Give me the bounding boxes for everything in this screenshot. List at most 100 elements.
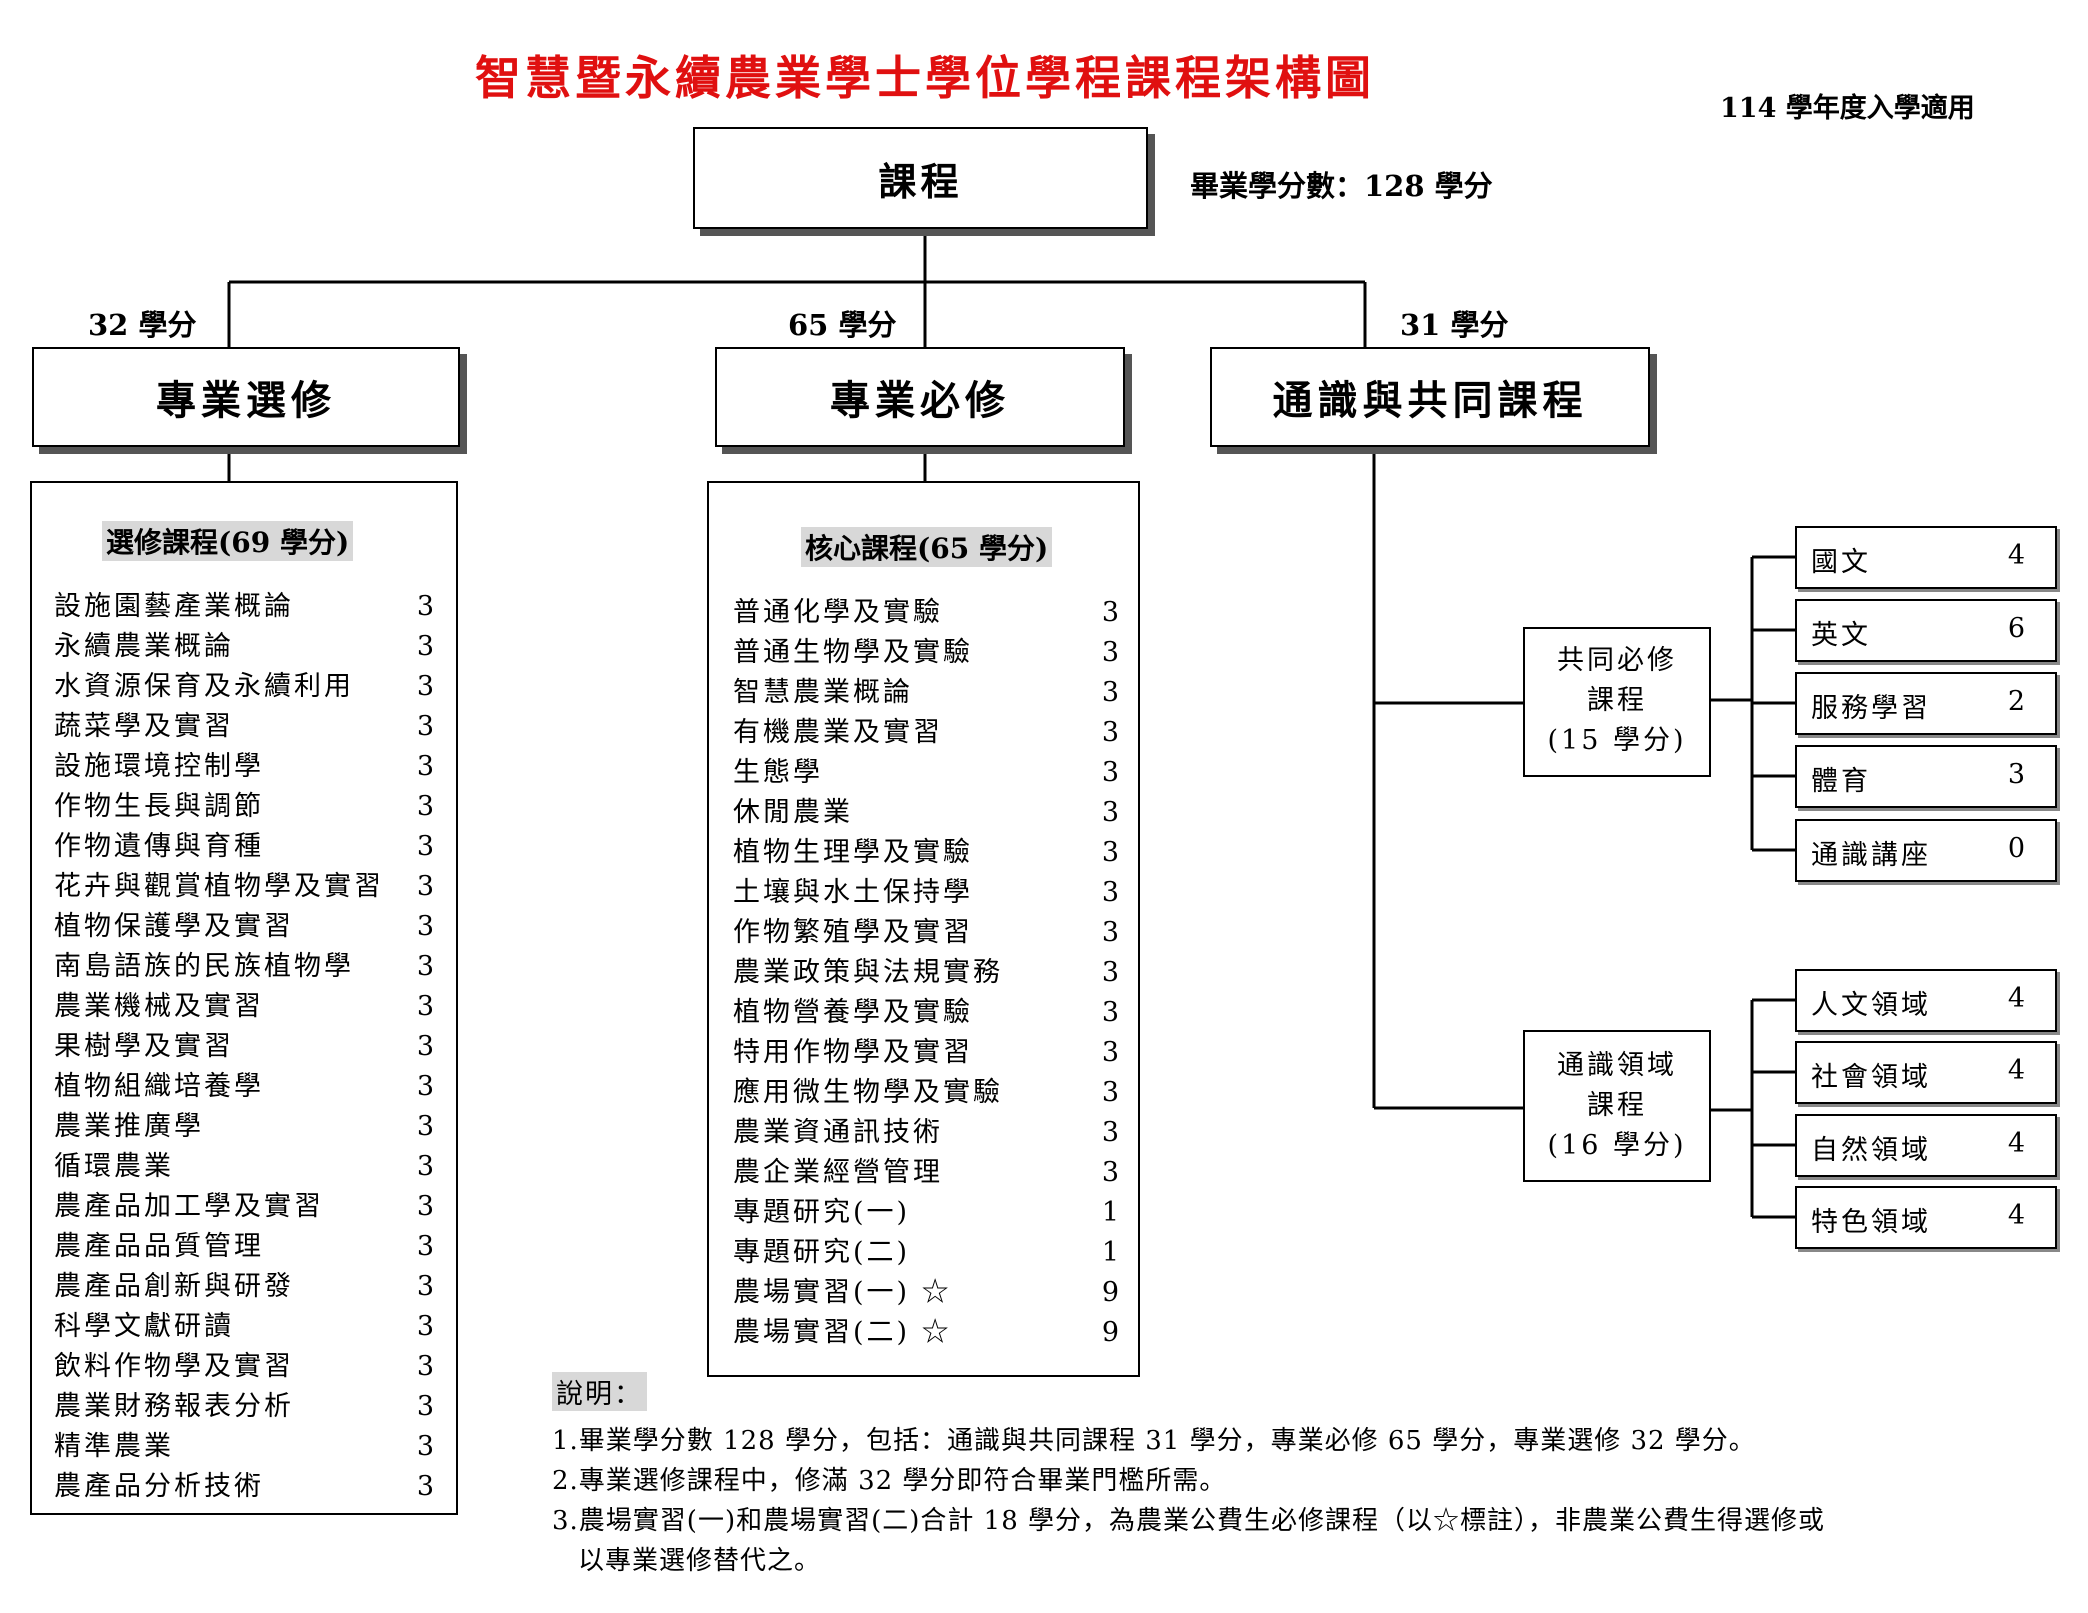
general-credits: 31 學分: [1400, 308, 1509, 342]
common-item-name: 通識講座: [1811, 840, 1931, 871]
course-name: 土壤與水土保持學: [733, 877, 973, 908]
course-name: 花卉與觀賞植物學及實習: [54, 871, 384, 902]
course-name: 南島語族的民族植物學: [54, 951, 354, 982]
common-required-group: 共同必修 課程 (15 學分): [1523, 627, 1711, 777]
general-item-name: 人文領域: [1811, 990, 1931, 1021]
course-item: 水資源保育及永續利用 3: [54, 667, 434, 707]
note-1: 1.畢業學分數 128 學分，包括：通識與共同課程 31 學分，專業必修 65 …: [552, 1426, 1756, 1456]
course-name: 農業政策與法規實務: [733, 957, 1003, 988]
course-item: 農產品品質管理 3: [54, 1227, 434, 1267]
course-credits: 1: [1101, 1197, 1119, 1228]
course-credits: 3: [416, 831, 434, 862]
course-name: 農產品創新與研發: [54, 1271, 294, 1302]
course-credits: 3: [416, 911, 434, 942]
course-credits: 3: [416, 1231, 434, 1262]
course-credits: 3: [1101, 917, 1119, 948]
course-credits: 3: [1101, 1077, 1119, 1108]
course-name: 永續農業概論: [54, 631, 234, 662]
common-item: 通識講座 0: [1795, 819, 2057, 882]
course-name: 農產品品質管理: [54, 1231, 264, 1262]
general-education-line2: 課程: [1587, 1090, 1647, 1121]
note-3: 3.農場實習(一)和農場實習(二)合計 18 學分，為農業公費生必修課程（以☆標…: [552, 1506, 1825, 1536]
course-name: 應用微生物學及實驗: [733, 1077, 1003, 1108]
course-name: 設施環境控制學: [54, 751, 264, 782]
general-item-credits: 4: [2007, 1200, 2025, 1231]
course-credits: 3: [416, 711, 434, 742]
general-item-credits: 4: [2007, 1055, 2025, 1086]
course-name: 農業推廣學: [54, 1111, 204, 1142]
required-credits: 65 學分: [788, 308, 897, 342]
course-credits: 3: [416, 1031, 434, 1062]
course-name: 植物組織培養學: [54, 1071, 264, 1102]
general-education-line3: (16 學分): [1547, 1130, 1687, 1161]
general-education-line1: 通識領域: [1557, 1050, 1677, 1081]
course-name: 蔬菜學及實習: [54, 711, 234, 742]
common-item-name: 英文: [1811, 620, 1871, 651]
course-credits: 3: [1101, 837, 1119, 868]
course-name: 農產品分析技術: [54, 1471, 264, 1502]
course-credits: 3: [416, 871, 434, 902]
course-credits: 3: [1101, 797, 1119, 828]
course-name: 農業資通訊技術: [733, 1117, 943, 1148]
course-credits: 3: [416, 751, 434, 782]
course-item: 專題研究(二)1: [733, 1233, 1119, 1273]
common-required-line2: 課程: [1587, 685, 1647, 716]
general-item-name: 自然領域: [1811, 1135, 1931, 1166]
course-credits: 3: [1101, 957, 1119, 988]
course-credits: 3: [416, 671, 434, 702]
course-item: 土壤與水土保持學 3: [733, 873, 1119, 913]
course-credits: 9: [1101, 1277, 1119, 1308]
course-credits: 3: [416, 1191, 434, 1222]
course-credits: 3: [416, 1151, 434, 1182]
root-node-courses: 課程: [693, 127, 1148, 229]
note-2: 2.專業選修課程中，修滿 32 學分即符合畢業門檻所需。: [552, 1466, 1227, 1496]
course-name: 農場實習(二) ☆: [733, 1317, 952, 1348]
course-name: 專題研究(二): [733, 1237, 911, 1268]
common-item-credits: 0: [2007, 833, 2025, 864]
course-name: 水資源保育及永續利用: [54, 671, 354, 702]
note-3-continued: 以專業選修替代之。: [578, 1546, 822, 1576]
course-name: 生態學: [733, 757, 823, 788]
course-name: 作物遺傳與育種: [54, 831, 264, 862]
course-credits: 3: [416, 1471, 434, 1502]
course-credits: 3: [416, 1311, 434, 1342]
course-item: 農場實習(二) ☆9: [733, 1313, 1119, 1353]
course-item: 休閒農業 3: [733, 793, 1119, 833]
course-item: 作物遺傳與育種 3: [54, 827, 434, 867]
general-item-name: 特色領域: [1811, 1207, 1931, 1238]
category-professional-elective: 專業選修: [32, 347, 460, 447]
course-credits: 3: [416, 1351, 434, 1382]
course-name: 普通化學及實驗: [733, 597, 943, 628]
course-credits: 3: [1101, 637, 1119, 668]
course-item: 應用微生物學及實驗 3: [733, 1073, 1119, 1113]
course-credits: 3: [416, 1271, 434, 1302]
course-credits: 3: [1101, 877, 1119, 908]
course-credits: 3: [1101, 717, 1119, 748]
course-name: 休閒農業: [733, 797, 853, 828]
course-name: 飲料作物學及實習: [54, 1351, 294, 1382]
